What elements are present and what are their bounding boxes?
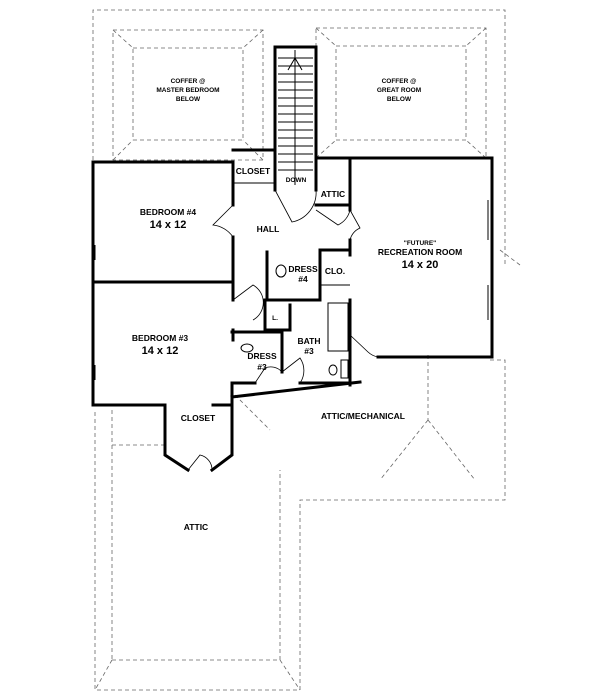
bedroom3-name: BEDROOM #3 [132,333,188,343]
attic-small-label: ATTIC [321,189,345,199]
sink-dress4 [275,264,287,278]
attic-mechanical-label: ATTIC/MECHANICAL [321,411,405,421]
attic-large-label: ATTIC [184,522,208,532]
sink-vanity [340,359,349,379]
room-labels: COFFER @ MASTER BEDROOM BELOW COFFER @ G… [132,78,462,532]
bedroom3-size: 14 x 12 [142,345,179,357]
bedroom4-size: 14 x 12 [150,219,187,231]
walls [91,45,494,473]
stair-down-label: DOWN [286,177,307,184]
fixtures [94,200,489,380]
closet-bottom-label: CLOSET [181,413,216,423]
coffer-great-label-3: BELOW [387,96,412,103]
bath3-num: #3 [304,346,314,356]
rec-room-size: 14 x 20 [402,259,439,271]
rec-future-label: "FUTURE" [404,240,437,247]
coffer-great-label-1: COFFER @ [382,78,417,85]
coffer-great-label-2: GREAT ROOM [377,87,421,94]
staircase [278,50,313,185]
sink-dress3 [240,343,254,353]
rec-room-name: RECREATION ROOM [378,247,462,257]
bedroom4-name: BEDROOM #4 [140,207,196,217]
linen-label: L. [272,315,278,322]
closet-top-label: CLOSET [236,166,271,176]
dress4-label: DRESS [288,264,318,274]
coffer-master-label-3: BELOW [176,96,201,103]
coffer-master-label-2: MASTER BEDROOM [156,87,219,94]
dress4-num: #4 [298,274,308,284]
coffer-master-label-1: COFFER @ [171,78,206,85]
doors [187,189,379,471]
hall-label: HALL [257,224,280,234]
bath3-label: BATH [298,336,321,346]
dress3-label: DRESS [247,351,277,361]
toilet [328,364,338,376]
attic-outlines [92,9,521,691]
bathtub [327,302,349,352]
clo-label: CLO. [325,266,345,276]
dress3-num: #3 [257,362,267,372]
